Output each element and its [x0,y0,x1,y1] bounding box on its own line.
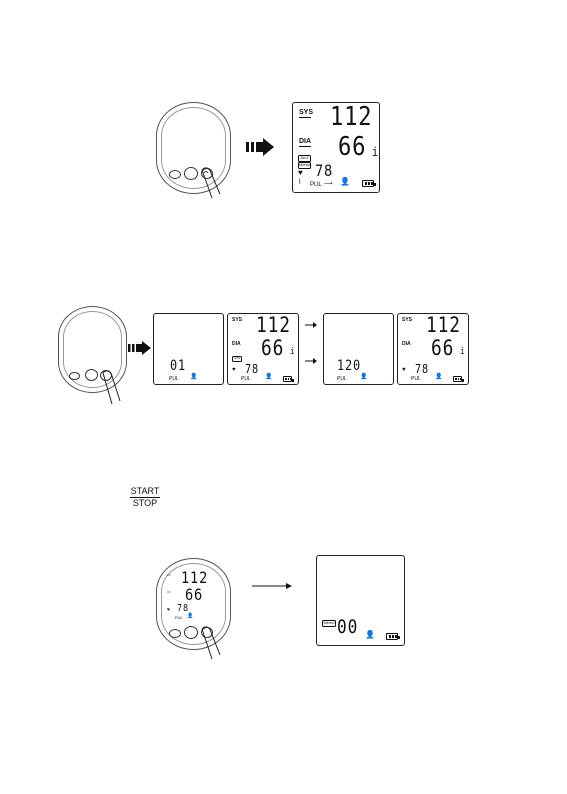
memo-badge: Memo [322,620,336,627]
pul-label: PUL [411,377,421,382]
user-icon: 👤 [340,178,350,186]
start-stop-label: START STOP [130,487,160,508]
user-icon: 👤 [435,374,442,380]
pul-value: 78 [245,363,259,375]
sys-value: 112 [330,104,372,130]
dia-value: 66 [338,134,366,160]
lcd-reading-1: SYS 112 DIA 66 i AVG ♥ 78 PUL 👤 [227,313,299,385]
sys-underline [299,117,311,118]
dia-mark: ▭ [167,590,171,594]
stop-text: STOP [130,498,160,508]
memory-button[interactable] [169,170,181,179]
user-icon: 👤 [265,374,272,380]
finger-press-icon [196,164,236,204]
pul-arrow: ⟶ [324,181,333,187]
dia-label: DIA [402,342,411,347]
dia-value: 66 [261,338,284,359]
dia-underline [299,146,311,147]
memory-number: 120 [337,359,361,373]
battery-icon [453,376,462,382]
battery-icon [283,376,292,382]
user-icon: 👤 [187,614,193,619]
memory-button-2[interactable] [69,372,80,380]
dia-unit-glyph: i [460,348,465,357]
lcd-reading-2: SYS 112 DIA 66 i ♥ 78 PUL 👤 [397,313,469,385]
memory-button-3[interactable] [169,629,181,638]
sys-label: SYS [232,318,242,323]
pul-value: 78 [415,363,429,375]
avg-badge: AVG [298,155,311,162]
start-stop-button-2[interactable] [85,369,98,381]
sys-value: 112 [256,315,291,336]
lcd-screen-result: SYS 112 DIA 66 i AVG Memo ♥ ⌇ 78 PUL ⟶ 👤 [292,102,380,193]
pul-label: PUL [337,377,347,382]
sys-label: SYS [299,109,313,116]
finger-press-icon-2 [98,367,134,409]
dia-unit-glyph: i [372,146,379,158]
start-text: START [130,487,160,498]
memory-number: 01 [170,359,186,373]
dia-unit-glyph: i [290,348,295,357]
lcd-memory-number-2: 120 PUL 👤 [323,313,394,385]
user-icon: 👤 [190,374,197,380]
heart-icon: ♥ [232,367,236,373]
pul-label: PUL [241,377,251,382]
heart-icon: ♥ [167,608,170,613]
user-icon: 👤 [360,374,367,380]
device-sys-value: ▭ 112 ▭ 66 ♥ 78 PUL 👤 [167,568,217,623]
battery-icon [362,180,374,187]
heart-icon: ♥ [298,169,303,177]
arrow-right-line-icon [252,582,292,590]
arrow-right-icon [246,138,276,156]
battery-icon [386,633,398,640]
pul-label: PUL [310,182,322,188]
dia-label: DIA [299,138,311,145]
memory-count-value: 00 [337,618,358,637]
sys-value: 112 [426,315,461,336]
device-pul-label: PUL [175,616,183,620]
device-dia: 66 [185,587,203,603]
sys-label: SYS [402,318,412,323]
arrow-right-icon-2 [128,341,152,355]
dia-label: DIA [232,342,241,347]
dia-value: 66 [431,338,454,359]
lcd-memory-number: 01 PUL 👤 [153,313,224,385]
sys-mark: ▭ [167,573,171,577]
avg-badge: AVG [232,356,242,362]
pul-value: 78 [315,163,333,179]
lcd-memory-cleared: Memo 00 👤 [316,555,405,646]
finger-press-icon-3 [196,623,236,663]
heart-icon: ♥ [402,367,406,373]
pul-label: PUL [169,377,179,382]
arrow-right-small-icon [305,322,317,328]
pulse-wave-icon: ⌇ [298,179,301,186]
arrow-right-small-icon [305,358,317,364]
user-icon: 👤 [365,631,375,639]
device-sys: 112 [181,570,208,586]
